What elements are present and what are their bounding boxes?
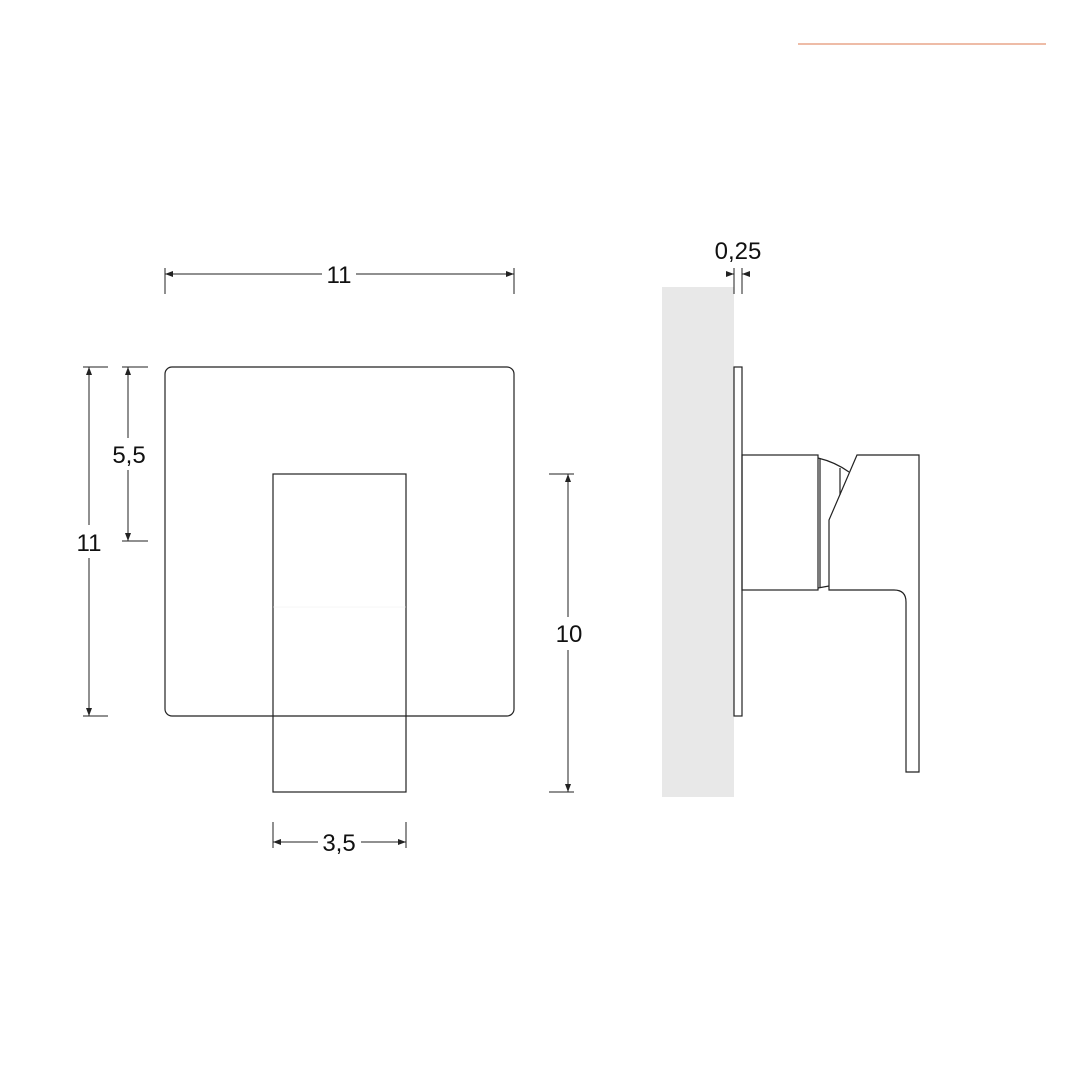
dim-handle-offset: 5,5 — [112, 366, 148, 542]
dim-plate-thickness: 0,25 — [715, 238, 762, 294]
wall — [662, 287, 734, 797]
front-view — [164, 366, 515, 793]
cover-plate — [164, 366, 515, 717]
dim-label: 5,5 — [112, 442, 145, 469]
dim-label: 3,5 — [322, 830, 355, 857]
dim-label: 10 — [556, 621, 583, 648]
plate-side — [733, 366, 743, 717]
body-side — [741, 454, 819, 591]
dim-label: 11 — [77, 530, 102, 557]
dim-handle-length: 10 — [549, 473, 583, 793]
dim-front-height: 11 — [77, 366, 108, 717]
dim-handle-width: 3,5 — [272, 822, 407, 857]
lever-side — [828, 454, 920, 773]
side-view — [662, 287, 920, 797]
dim-front-width: 11 — [164, 262, 515, 294]
dim-label: 0,25 — [715, 238, 762, 265]
dim-label: 11 — [327, 262, 352, 289]
handle-front — [272, 473, 407, 793]
